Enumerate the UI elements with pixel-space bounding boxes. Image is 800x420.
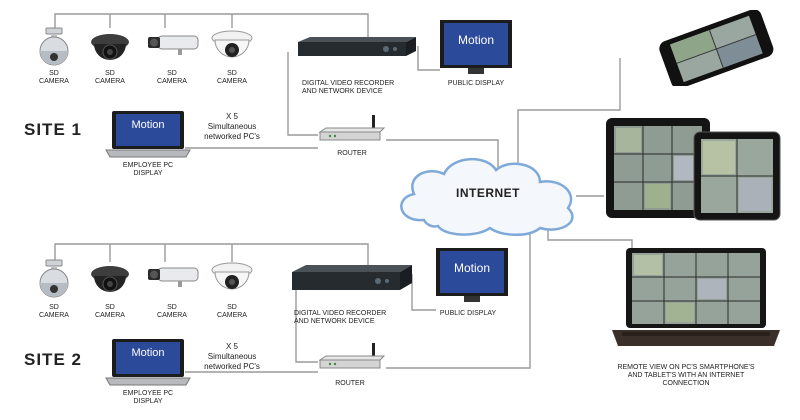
remote-laptop-icon [612, 248, 780, 346]
router-icon [318, 343, 386, 369]
internet-label: INTERNET [456, 186, 520, 200]
site-2-title: SITE 2 [24, 350, 82, 369]
monitor-icon: Motion [436, 248, 508, 302]
tablets-icon [606, 118, 781, 221]
ptz-camera-icon [39, 27, 69, 66]
bullet-camera-icon [148, 267, 199, 287]
dark-dome-camera-icon [91, 34, 129, 60]
dvr-icon [292, 265, 412, 290]
bullet-camera-icon [148, 35, 199, 55]
smartphone-icon [659, 10, 774, 86]
router-icon [318, 115, 386, 141]
dark-dome-camera-icon [91, 266, 129, 292]
svg-text:Motion: Motion [131, 119, 164, 131]
public-display-label: PUBLIC DISPLAY [447, 80, 505, 87]
public-display-label: PUBLIC DISPLAY [439, 310, 497, 317]
laptop-icon: Motion [105, 339, 191, 386]
monitor-icon: Motion [440, 20, 512, 74]
ptz-camera-icon [39, 259, 69, 298]
svg-text:Motion: Motion [454, 261, 490, 275]
router-label: ROUTER [337, 150, 367, 157]
router-label: ROUTER [335, 380, 365, 387]
laptop-icon: Motion [105, 111, 191, 158]
internet-cloud-icon [400, 157, 574, 236]
white-dome-camera-icon [211, 262, 253, 290]
site-1-title: SITE 1 [24, 120, 82, 139]
dvr-icon [298, 37, 416, 56]
white-dome-camera-icon [211, 30, 253, 58]
svg-text:Motion: Motion [458, 33, 494, 47]
svg-text:Motion: Motion [131, 347, 164, 359]
